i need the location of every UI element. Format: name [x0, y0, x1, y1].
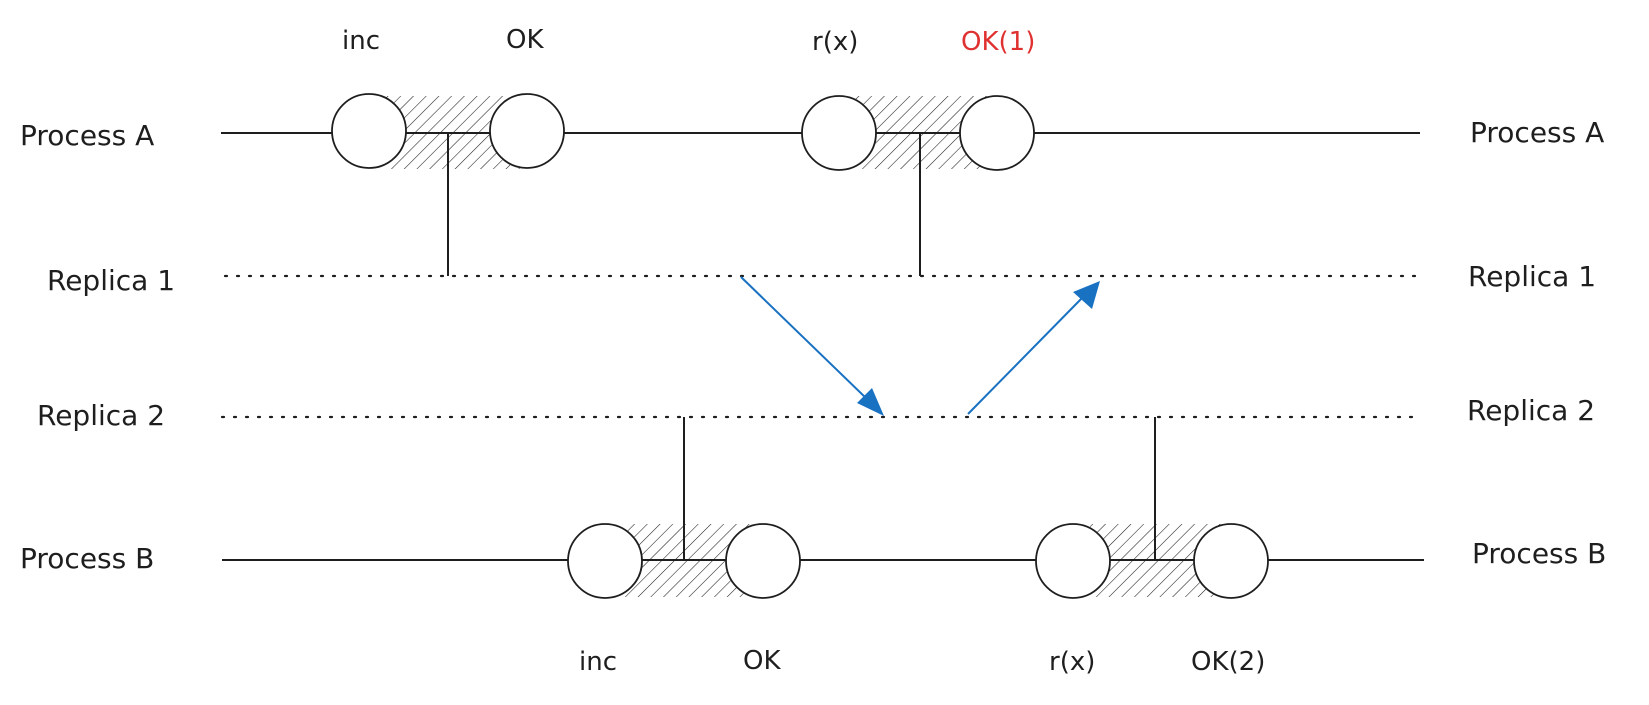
lane-label-process-b-right: Process B [1472, 537, 1606, 570]
op-label-a-read: r(x) [812, 27, 858, 57]
lane-label-process-a-right: Process A [1470, 116, 1604, 149]
call-node [331, 93, 407, 169]
op-label-b-read: r(x) [1049, 647, 1095, 677]
replication-arrow-r1-to-r2 [740, 276, 884, 416]
op-label-a-ok-1: OK(1) [961, 27, 1035, 57]
process-a-op1 [331, 93, 565, 276]
op-label-a-ok: OK [506, 25, 544, 55]
arrow-head-icon [1073, 281, 1100, 309]
process-a-op2 [801, 95, 1035, 276]
return-node [725, 523, 801, 599]
op-label-b-ok-2: OK(2) [1191, 647, 1265, 677]
call-node [1035, 523, 1111, 599]
lane-label-process-b-left: Process B [20, 542, 154, 575]
replication-arrow-r2-to-r1 [967, 281, 1100, 415]
op-label-b-inc: inc [579, 647, 617, 677]
lane-label-replica-2-right: Replica 2 [1467, 394, 1595, 427]
process-b-op1 [567, 417, 801, 599]
lane-label-replica-1-left: Replica 1 [47, 264, 175, 297]
arrow-head-icon [857, 388, 884, 416]
lane-label-replica-2-left: Replica 2 [37, 399, 165, 432]
return-node [959, 95, 1035, 171]
op-label-b-ok: OK [743, 646, 781, 676]
call-node [801, 95, 877, 171]
process-b-op2 [1035, 417, 1269, 599]
lane-label-process-a-left: Process A [20, 119, 154, 152]
op-label-a-inc: inc [342, 26, 380, 56]
call-node [567, 523, 643, 599]
return-node [1193, 523, 1269, 599]
lane-label-replica-1-right: Replica 1 [1468, 260, 1596, 293]
return-node [489, 93, 565, 169]
